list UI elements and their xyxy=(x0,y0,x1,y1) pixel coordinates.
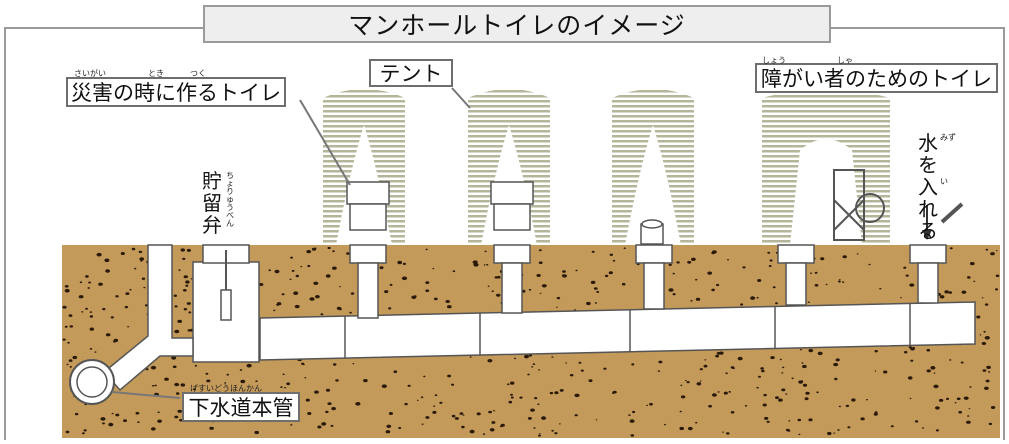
ruby-mizu: みず xyxy=(940,133,956,142)
wheelchair xyxy=(833,169,885,241)
tent-accessible xyxy=(762,89,890,245)
label-tent: テント xyxy=(369,59,453,87)
ruby-toki: とき xyxy=(148,69,164,78)
riser-pipes xyxy=(349,244,947,319)
label-add-water: 水 を 入 れ る xyxy=(918,131,938,243)
ruby-storage-valve: ち ょ り ゅ う べ ん xyxy=(226,171,234,228)
ruby-shou: しょう xyxy=(762,56,786,65)
ruby-sha: しゃ xyxy=(837,56,853,65)
toilet-seat-1 xyxy=(346,181,390,231)
ruby-sewer-main: げすいどうほんかん xyxy=(190,384,262,393)
label-storage-valve: 貯 留 弁 xyxy=(202,169,222,237)
label-disaster-toilet: 災害の時に作るトイレ xyxy=(66,77,286,107)
toilet-seat-3 xyxy=(640,219,664,245)
lateral-pipe xyxy=(259,301,976,361)
toilet-seat-2 xyxy=(490,181,534,231)
ruby-tsuku: つく xyxy=(190,69,206,78)
page-title: マンホールトイレのイメージ xyxy=(203,5,831,43)
frame-line-left xyxy=(4,27,203,440)
ruby-i: い xyxy=(940,177,948,186)
connector-pipe xyxy=(102,244,194,392)
ruby-saigai: さいがい xyxy=(74,69,106,78)
label-sewer-main: 下水道本管 xyxy=(182,392,300,422)
frame-line-right xyxy=(831,27,1005,440)
label-accessible-toilet: 障がい者のためのトイレ xyxy=(755,63,998,93)
